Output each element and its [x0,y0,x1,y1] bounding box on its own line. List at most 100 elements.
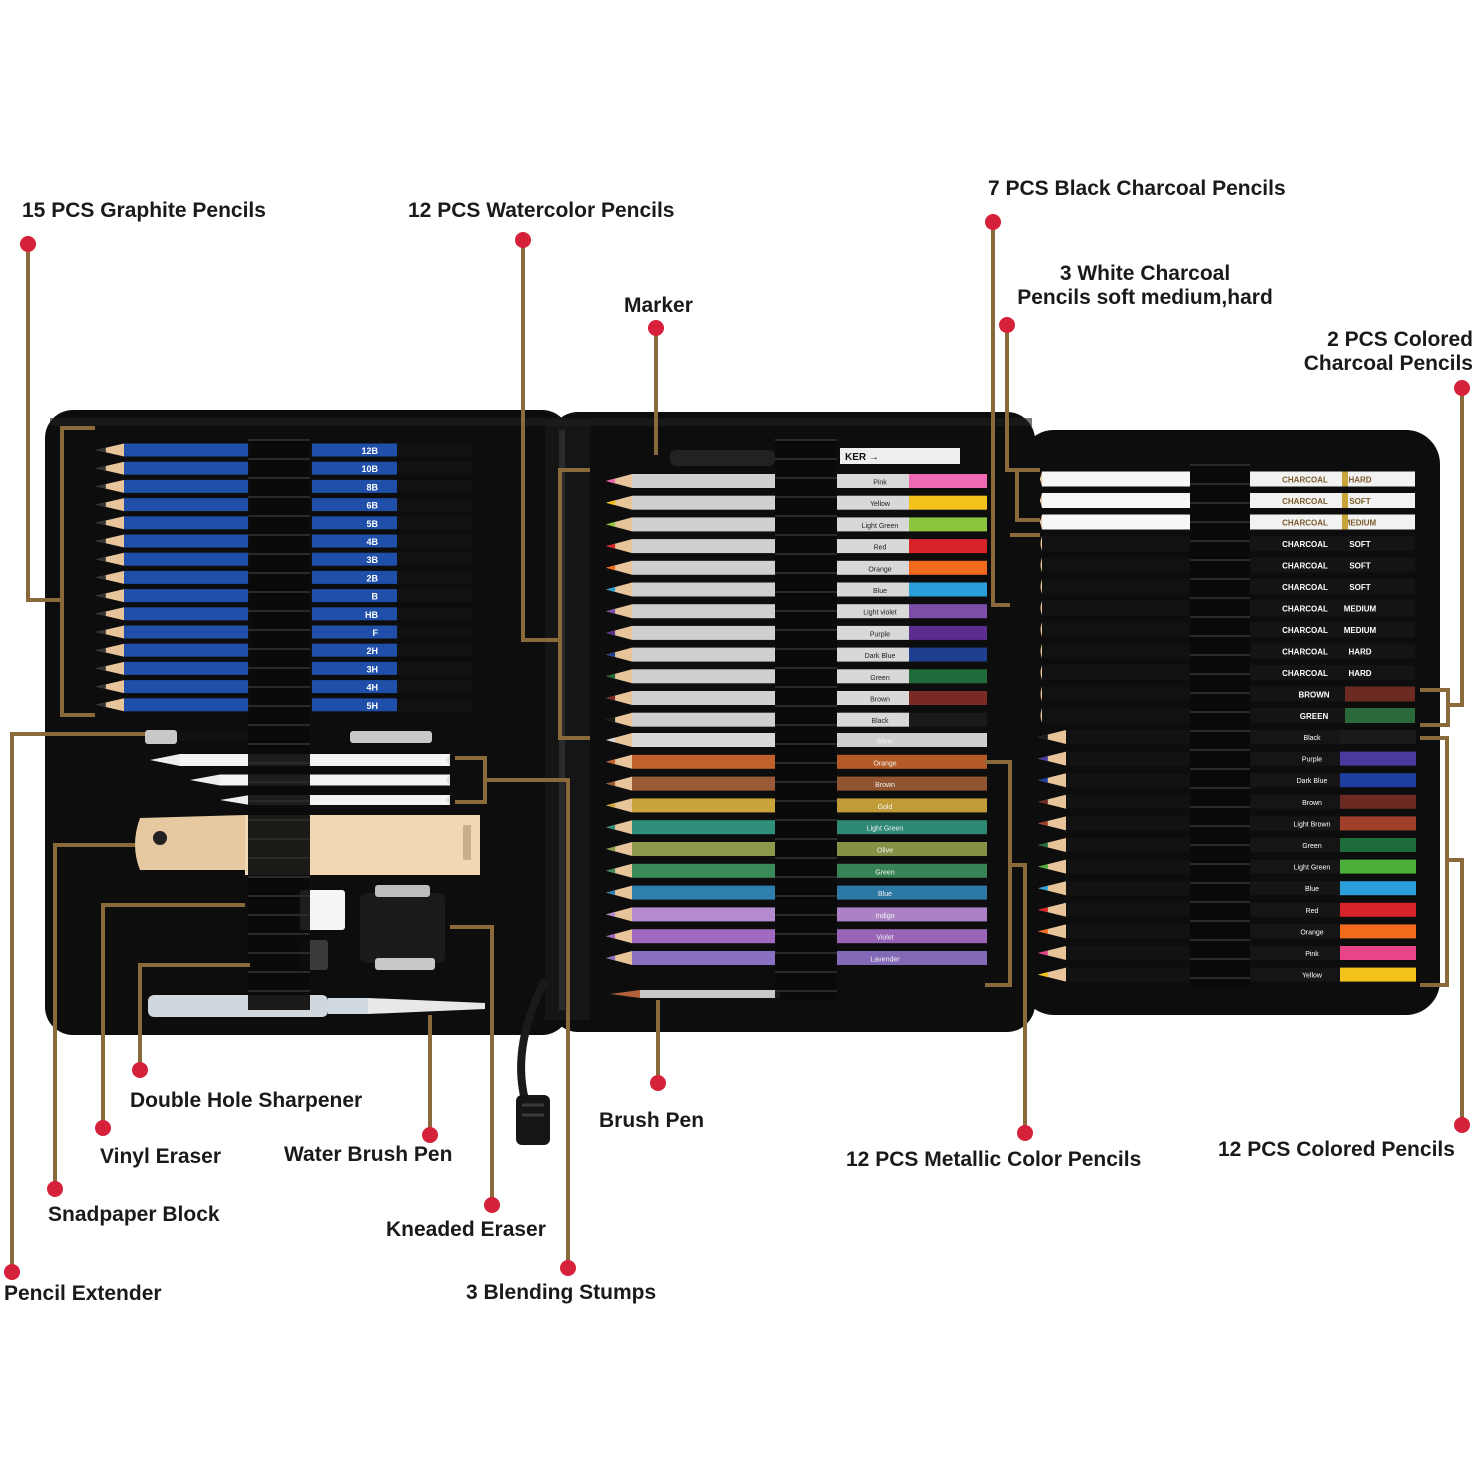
drawing-tools [135,730,485,1017]
colored-pencil: Dark Blue [1038,773,1416,788]
watercolor-name: Brown [870,697,890,704]
colored-name: Orange [1300,929,1323,936]
metallic-name: Lavender [870,957,900,964]
label-black-charcoal: 7 PCS Black Charcoal Pencils [988,177,1286,200]
label-sandpaper-block: Snadpaper Block [48,1203,220,1226]
charcoal-name: SOFT [1349,497,1370,506]
marker-label: KER → [845,452,879,463]
colored-pencil: Light Green [1038,859,1416,874]
graphite-grade: 3B [366,555,378,565]
label-colored-charcoal-line2: Charcoal Pencils [1303,352,1473,375]
metallic-pencil: Olive [606,842,987,856]
zipper-track [50,418,1032,426]
label-colored-pencils: 12 PCS Colored Pencils [1218,1138,1455,1161]
label-brush-pen: Brush Pen [599,1109,705,1132]
metallic-name: Silver [876,739,894,746]
callout-dot-icon [4,1264,20,1280]
callout-dot-icon [650,1075,666,1091]
label-watercolor-pencils: 12 PCS Watercolor Pencils [408,199,675,222]
graphite-grade: 2B [366,573,378,583]
watercolor-name: Light violet [863,610,897,617]
label-vinyl-eraser: Vinyl Eraser [100,1145,222,1168]
charcoal-name: BROWN [1298,691,1329,700]
leader-colored [1447,858,1470,1133]
watercolor-name: Light Green [862,523,899,530]
watercolor-name: Purple [870,631,890,638]
charcoal-word: CHARCOAL [1282,605,1328,614]
blending-stump-icon [150,754,450,766]
label-blending-stumps: 3 Blending Stumps [466,1281,657,1304]
metallic-name: Olive [877,848,893,855]
charcoal-name: HARD [1348,648,1371,657]
colored-name: Yellow [1302,973,1323,980]
graphite-grade: B [372,592,379,602]
charcoal-word: CHARCOAL [1282,648,1328,657]
vinyl-eraser-icon [300,890,345,930]
callout-dot-icon [515,232,531,248]
watercolor-name: Blue [873,588,887,595]
metallic-name: Brown [875,782,895,789]
pencil-extender-icon [145,730,177,744]
leader-marker [648,320,664,455]
callout-dot-icon [1454,380,1470,396]
callout-dot-icon [1454,1117,1470,1133]
charcoal-name: GREEN [1300,712,1329,721]
charcoal-name: MEDIUM [1344,519,1377,528]
leader-vinyl [95,903,245,1136]
colored-name: Black [1303,735,1321,742]
metallic-name: Light Green [867,826,904,833]
marker-icon: KER → [670,448,960,466]
brush-pen-icon [610,990,780,998]
label-metallic-pencils: 12 PCS Metallic Color Pencils [846,1148,1142,1171]
leader-sharpener [132,963,250,1078]
colored-name: Red [1306,908,1319,915]
blending-stump-icon [190,774,450,786]
callout-dot-icon [1017,1125,1033,1141]
callout-dot-icon [20,236,36,252]
graphite-grade: 10B [361,464,378,474]
label-colored-charcoal-line1: 2 PCS Colored [1327,328,1473,351]
callout-dot-icon [985,214,1001,230]
metallic-name: Blue [878,891,892,898]
graphite-grade: 12B [361,446,378,456]
kneaded-eraser-icon [360,893,445,963]
colored-pencil: Orange [1038,924,1416,939]
label-graphite-pencils: 15 PCS Graphite Pencils [22,199,266,222]
label-white-charcoal-line1: 3 White Charcoal [1059,262,1231,285]
colored-name: Pink [1305,951,1319,958]
graphite-grade: 5B [366,519,378,529]
metallic-name: Violet [876,935,893,942]
leader-extender [4,732,145,1280]
metallic-name: Gold [878,804,893,811]
charcoal-word: CHARCOAL [1282,476,1328,485]
watercolor-name: Red [874,545,887,552]
callout-dot-icon [648,320,664,336]
graphite-grade: F [373,628,379,638]
leader-metallic [1010,863,1033,1141]
charcoal-name: HARD [1348,669,1371,678]
graphite-grade: 4H [366,683,378,693]
charcoal-name: MEDIUM [1344,605,1377,614]
callout-dot-icon [560,1260,576,1276]
charcoal-word: CHARCOAL [1282,562,1328,571]
watercolor-name: Orange [868,566,891,573]
elastic-strap [1190,465,1250,990]
callout-dot-icon [95,1120,111,1136]
colored-pencil: Black [1038,730,1416,744]
graphite-grade: 5H [366,701,378,711]
leader-kneaded [450,925,500,1213]
colored-name: Purple [1302,757,1322,764]
blending-stump-icon [220,795,450,805]
leader-black-charcoal [985,214,1010,607]
graphite-grade: 6B [366,501,378,511]
callout-dot-icon [484,1197,500,1213]
graphite-grade: 4B [366,537,378,547]
colored-name: Brown [1302,800,1322,807]
leader-sandpaper [47,843,135,1197]
pencil-extender-icon [350,731,432,743]
metallic-name: Indigo [875,913,894,920]
watercolor-name: Dark Blue [865,653,896,660]
label-kneaded-eraser: Kneaded Eraser [386,1218,546,1241]
callout-dot-icon [422,1127,438,1143]
